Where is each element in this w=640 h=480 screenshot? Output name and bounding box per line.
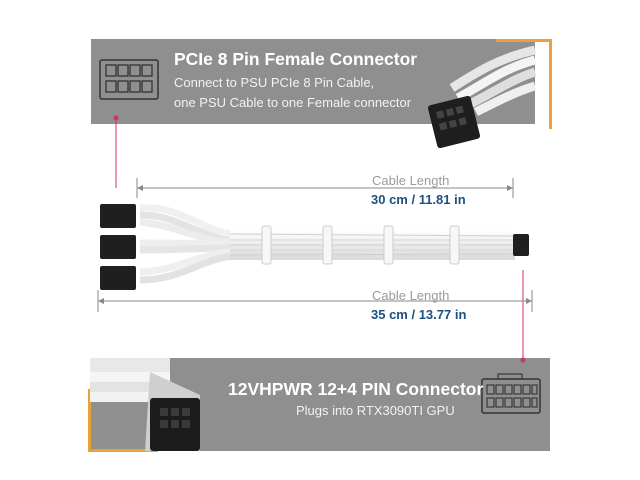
dimension-line-short bbox=[136, 178, 514, 198]
top-connector-desc-line1: Connect to PSU PCIe 8 Pin Cable, bbox=[174, 75, 375, 90]
bottom-pointer-dot bbox=[520, 357, 526, 363]
bottom-connector-photo bbox=[90, 358, 200, 451]
12vhpwr-pinout-icon bbox=[481, 373, 541, 414]
top-connector-title: PCIe 8 Pin Female Connector bbox=[174, 49, 418, 69]
short-length-value: 30 cm / 11.81 in bbox=[371, 192, 466, 207]
cable-assembly bbox=[100, 204, 529, 290]
top-panel-accent-vertical bbox=[549, 39, 552, 129]
top-panel-accent-horizontal bbox=[496, 39, 552, 42]
pcie-8pin-pinout-icon bbox=[99, 59, 159, 100]
top-connector-desc-line2: one PSU Cable to one Female connector bbox=[174, 95, 412, 110]
bottom-connector-desc: Plugs into RTX3090TI GPU bbox=[296, 403, 455, 418]
top-connector-photo bbox=[427, 45, 537, 149]
bottom-connector-title: 12VHPWR 12+4 PIN Connector bbox=[228, 379, 484, 399]
long-length-label: Cable Length bbox=[372, 288, 450, 303]
dimension-line-long bbox=[97, 290, 533, 312]
bottom-panel-accent-horizontal bbox=[88, 449, 158, 452]
long-length-value: 35 cm / 13.77 in bbox=[371, 307, 467, 322]
bottom-panel-accent-side bbox=[88, 389, 91, 452]
top-pointer-dot bbox=[113, 115, 119, 121]
short-length-label: Cable Length bbox=[372, 173, 450, 188]
